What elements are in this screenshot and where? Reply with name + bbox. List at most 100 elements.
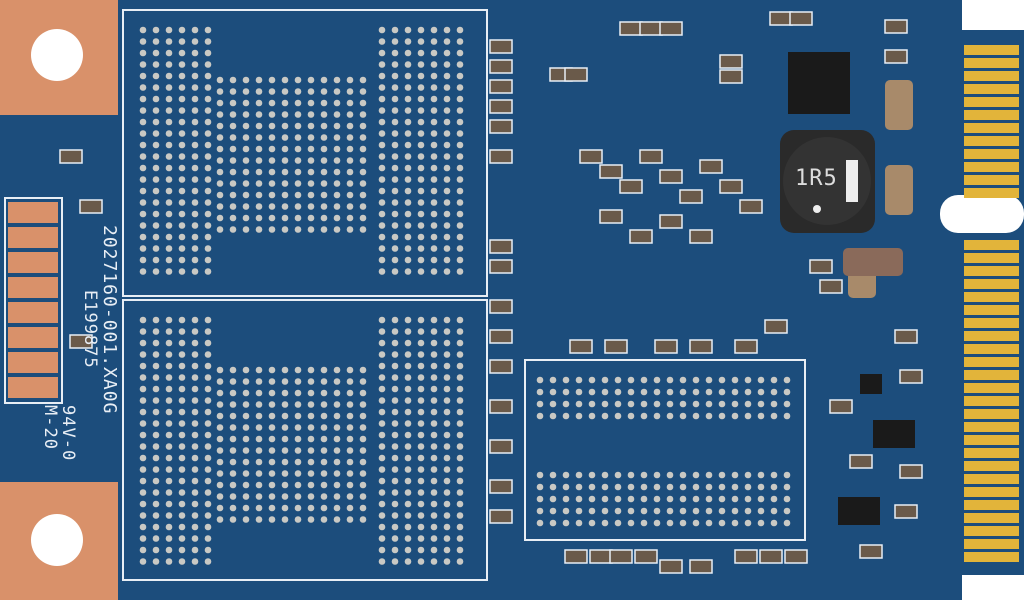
solder-ball [139, 130, 147, 137]
solder-ball [281, 168, 289, 176]
solder-ball [653, 412, 661, 420]
solder-ball [718, 495, 726, 503]
solder-ball [653, 519, 661, 527]
solder-ball [378, 351, 386, 358]
solder-ball [391, 397, 399, 404]
solder-ball [443, 454, 451, 462]
solder-ball [456, 374, 464, 381]
smd-capacitor [829, 399, 853, 414]
solder-ball [242, 481, 250, 489]
solder-ball [417, 512, 425, 519]
solder-ball [443, 535, 451, 542]
solder-ball [391, 523, 399, 531]
solder-ball [346, 180, 354, 187]
solder-ball [770, 507, 778, 515]
solder-ball [627, 388, 635, 396]
solder-ball [139, 558, 147, 565]
solder-ball [417, 118, 425, 126]
solder-ball [404, 130, 412, 137]
solder-ball [191, 72, 199, 80]
solder-ball [294, 145, 302, 153]
solder-ball [378, 222, 386, 229]
smd-capacitor [719, 69, 743, 84]
smd-capacitor [894, 329, 918, 344]
gold-finger [964, 500, 1019, 510]
solder-ball [404, 164, 412, 172]
solder-ball [679, 412, 687, 420]
solder-ball [378, 130, 386, 137]
solder-ball [627, 471, 635, 479]
smd-capacitor [654, 339, 678, 354]
solder-ball [430, 61, 438, 68]
inductor-core [783, 137, 871, 225]
solder-ball [320, 122, 328, 130]
solder-ball [443, 72, 451, 80]
test-pad [8, 352, 58, 373]
solder-ball [320, 470, 328, 477]
solder-ball [601, 400, 609, 408]
solder-ball [294, 412, 302, 420]
solder-ball [562, 412, 570, 420]
solder-ball [333, 516, 341, 523]
solder-ball [242, 366, 250, 374]
solder-ball [307, 378, 315, 385]
solder-ball [139, 222, 147, 229]
solder-ball [692, 483, 700, 491]
solder-ball [320, 168, 328, 176]
solder-ball [242, 180, 250, 187]
solder-ball [191, 408, 199, 416]
solder-ball [320, 493, 328, 500]
solder-ball [165, 385, 173, 393]
solder-ball [346, 412, 354, 420]
solder-ball [139, 466, 147, 473]
solder-ball [204, 362, 212, 370]
solder-ball [430, 164, 438, 172]
solder-ball [320, 435, 328, 443]
smd-capacitor [489, 259, 513, 274]
solder-ball [165, 95, 173, 103]
solder-ball [333, 99, 341, 107]
solder-ball [255, 88, 263, 95]
solder-ball [320, 401, 328, 408]
solder-ball [255, 157, 263, 164]
test-pad-strip-outline [4, 197, 63, 404]
solder-ball [359, 401, 367, 408]
solder-ball [204, 466, 212, 473]
solder-ball [294, 122, 302, 130]
gold-finger [964, 175, 1019, 185]
solder-ball [359, 122, 367, 130]
test-pad [8, 327, 58, 348]
solder-ball [770, 388, 778, 396]
solder-ball [165, 408, 173, 416]
solder-ball [281, 134, 289, 141]
smd-capacitor [769, 11, 793, 26]
solder-ball [718, 471, 726, 479]
smd-capacitor [859, 544, 883, 559]
ul-number-label: E199875 [80, 290, 100, 369]
solder-ball [242, 122, 250, 130]
solder-ball [191, 351, 199, 358]
solder-ball [178, 199, 186, 206]
solder-ball [705, 388, 713, 396]
solder-ball [191, 454, 199, 462]
solder-ball [601, 471, 609, 479]
solder-ball [152, 72, 160, 80]
solder-ball [178, 26, 186, 34]
solder-ball [216, 516, 224, 523]
inductor-marking: 1R5 [795, 166, 838, 191]
solder-ball [378, 316, 386, 324]
smd-capacitor [599, 164, 623, 179]
solder-ball [178, 397, 186, 404]
solder-ball [333, 389, 341, 397]
solder-ball [307, 145, 315, 153]
smd-capacitor [489, 509, 513, 524]
solder-ball [191, 431, 199, 439]
solder-ball [443, 199, 451, 206]
smd-capacitor [884, 19, 908, 34]
solder-ball [229, 504, 237, 512]
solder-ball [359, 504, 367, 512]
solder-ball [152, 187, 160, 195]
smd-capacitor [734, 339, 758, 354]
solder-ball [229, 424, 237, 431]
solder-ball [417, 420, 425, 427]
